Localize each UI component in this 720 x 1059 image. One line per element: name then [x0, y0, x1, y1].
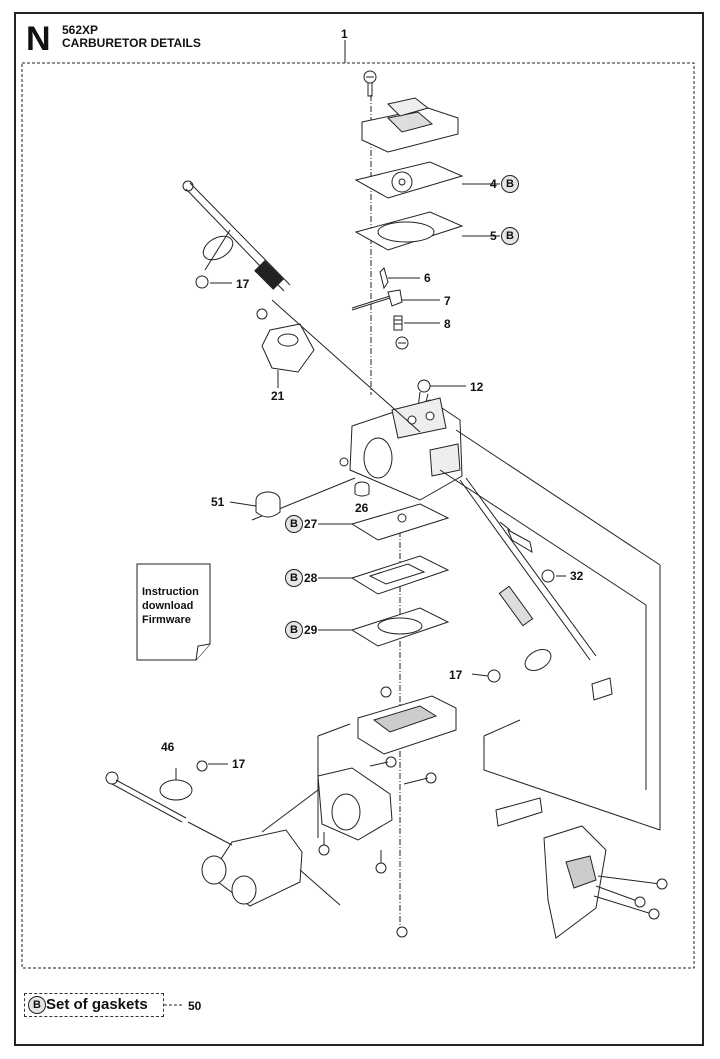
- instruction-note: Instruction download Firmware: [142, 585, 199, 627]
- spring-8: [393, 315, 440, 331]
- callout-12: 12: [470, 380, 484, 394]
- legend-number: 50: [188, 999, 202, 1013]
- callout-7: 7: [444, 294, 451, 308]
- pump-gasket-4: [354, 161, 500, 199]
- callout-8: 8: [444, 317, 451, 331]
- gasket-mark-29: B: [285, 621, 303, 639]
- gasket-mark-5: B: [501, 227, 519, 245]
- screw-17-right: [471, 669, 501, 683]
- callout-51: 51: [211, 495, 225, 509]
- plug-26: [354, 481, 370, 497]
- throttle-shaft: [459, 477, 613, 701]
- section-letter: N: [26, 20, 51, 58]
- callout-4: 4: [490, 177, 497, 191]
- choke-shaft: [182, 180, 291, 292]
- model-number: 562XP: [62, 23, 99, 37]
- pump-cover: [361, 97, 459, 153]
- needle-lever-6: [379, 267, 420, 290]
- note-line-1: Instruction: [142, 586, 199, 598]
- note-line-2: download: [142, 600, 194, 612]
- callout-17-bottom: 17: [232, 757, 246, 771]
- bracket-assembly: [483, 719, 668, 939]
- screen-ring-51: [229, 491, 281, 518]
- metering-diaphragm-29: [318, 607, 450, 647]
- callout-5: 5: [490, 229, 497, 243]
- carburetor-body: [339, 397, 463, 501]
- intake-housing: [317, 767, 393, 841]
- callout-17-right: 17: [449, 668, 463, 682]
- legend-gasket-mark: B: [28, 996, 46, 1014]
- metering-cover: [357, 686, 457, 755]
- assembly-boundary: [21, 62, 695, 969]
- callout-28: 28: [304, 571, 318, 585]
- screw-32: [541, 569, 566, 583]
- callout-46: 46: [161, 740, 175, 754]
- metering-gasket-28: [318, 555, 450, 595]
- callout-29: 29: [304, 623, 318, 637]
- adapter-housing: [201, 789, 341, 907]
- callout-1: 1: [341, 27, 348, 41]
- pump-diaphragm-5: [354, 211, 500, 251]
- lower-screws: [318, 756, 437, 938]
- page-frame: [14, 12, 704, 1046]
- lower-shaft: [105, 760, 233, 846]
- callout-6: 6: [424, 271, 431, 285]
- callout-26: 26: [355, 501, 369, 515]
- top-screw: [363, 70, 377, 97]
- link-line-b: [317, 723, 351, 737]
- legend-label: Set of gaskets: [46, 996, 148, 1013]
- gasket-mark-27: B: [285, 515, 303, 533]
- legend-box: [24, 993, 164, 1017]
- callout-32: 32: [570, 569, 584, 583]
- gasket-mark-4: B: [501, 175, 519, 193]
- callout-17-top: 17: [236, 277, 250, 291]
- callout-21: 21: [271, 389, 285, 403]
- shaft-pin-7: [351, 289, 440, 311]
- gasket-27: [318, 503, 450, 541]
- page-title: CARBURETOR DETAILS: [62, 36, 201, 50]
- small-lever: [499, 521, 533, 554]
- needle-screw: [395, 336, 409, 350]
- note-line-3: Firmware: [142, 614, 191, 626]
- choke-lever-21: [256, 308, 315, 388]
- instruction-booklet: [136, 563, 211, 661]
- gasket-mark-28: B: [285, 569, 303, 587]
- callout-27: 27: [304, 517, 318, 531]
- long-guide-lines: [251, 299, 661, 831]
